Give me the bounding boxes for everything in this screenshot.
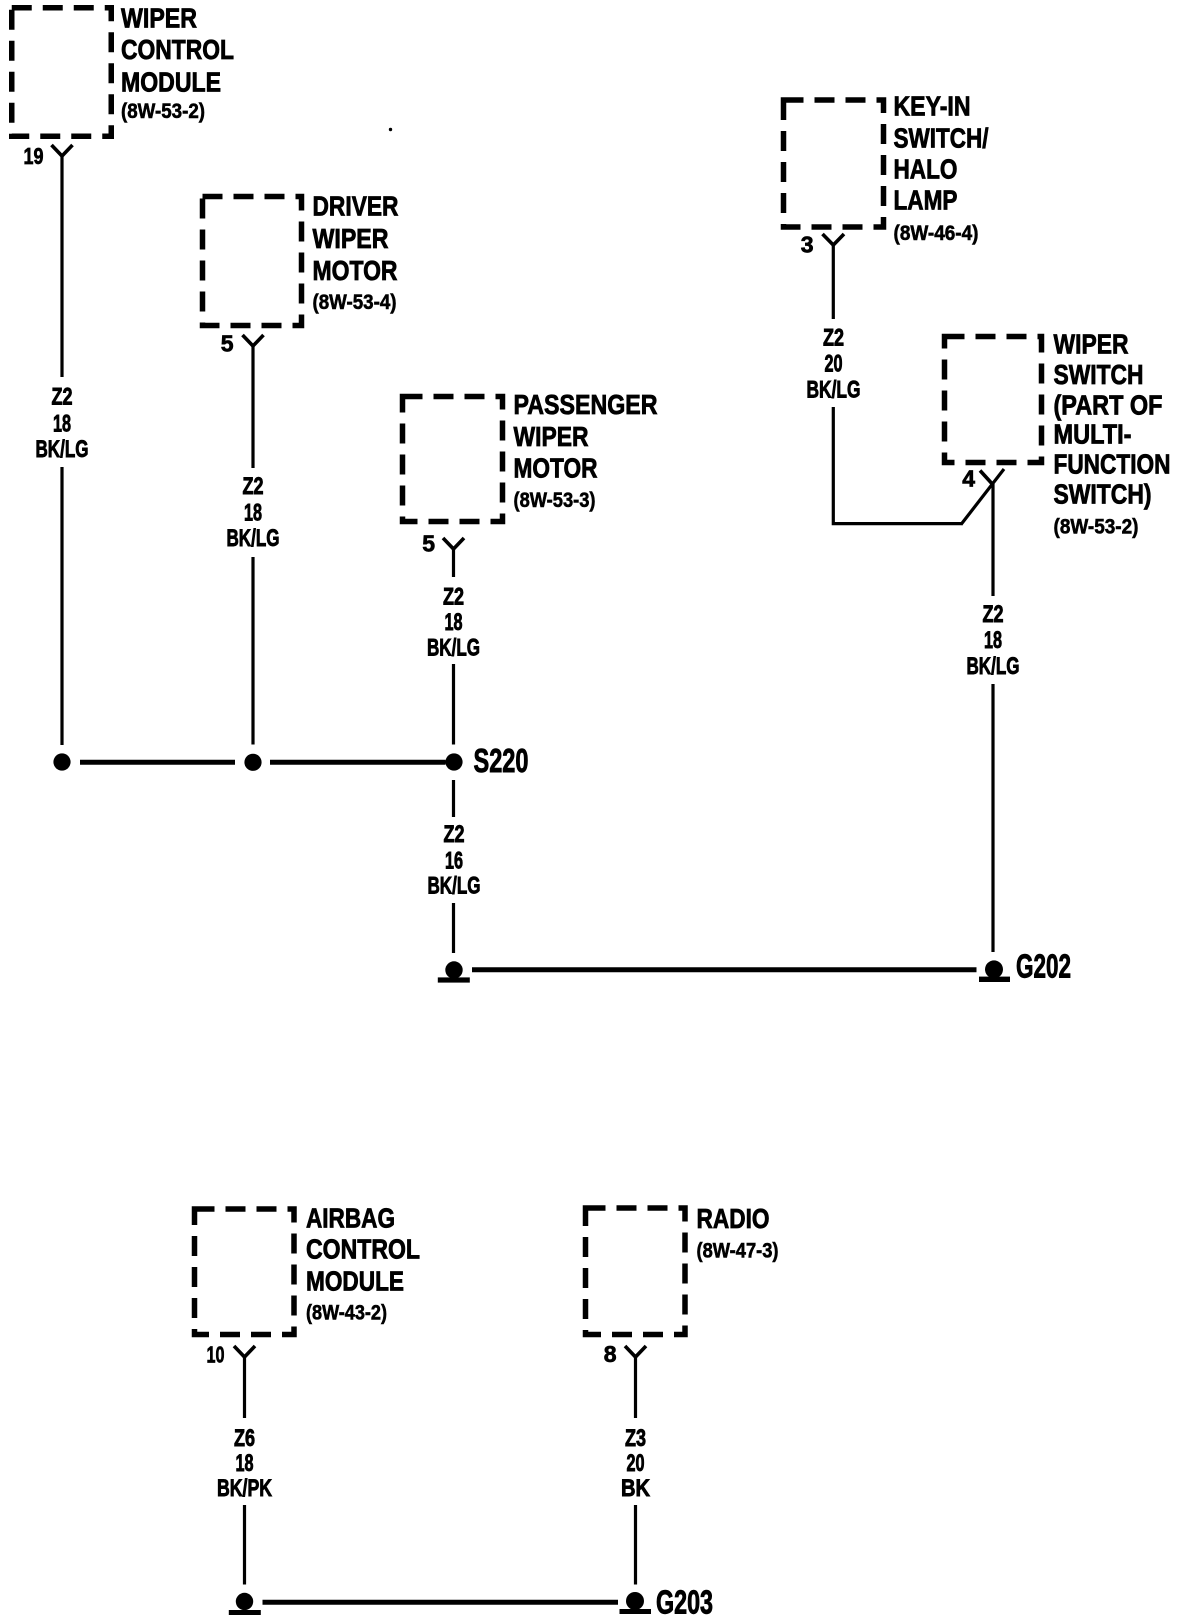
svg-text:Z2: Z2 bbox=[823, 325, 844, 352]
svg-text:18: 18 bbox=[244, 500, 262, 527]
svg-text:MODULE: MODULE bbox=[121, 67, 221, 98]
svg-text:(8W-53-3): (8W-53-3) bbox=[514, 488, 596, 512]
svg-text:20: 20 bbox=[627, 1450, 645, 1477]
svg-text:WIPER: WIPER bbox=[121, 3, 197, 34]
svg-text:10: 10 bbox=[207, 1342, 225, 1368]
svg-text:AIRBAG: AIRBAG bbox=[306, 1203, 395, 1234]
svg-text:(8W-47-3): (8W-47-3) bbox=[697, 1239, 779, 1263]
svg-text:BK/LG: BK/LG bbox=[427, 635, 480, 662]
svg-text:WIPER: WIPER bbox=[313, 223, 389, 254]
svg-text:3: 3 bbox=[801, 232, 814, 258]
svg-text:CONTROL: CONTROL bbox=[306, 1234, 420, 1265]
svg-text:5: 5 bbox=[221, 331, 234, 357]
svg-text:BK/LG: BK/LG bbox=[967, 653, 1020, 680]
svg-text:FUNCTION: FUNCTION bbox=[1054, 449, 1171, 480]
svg-text:18: 18 bbox=[53, 411, 71, 438]
svg-text:(8W-53-2): (8W-53-2) bbox=[1054, 515, 1139, 539]
svg-text:BK: BK bbox=[621, 1475, 651, 1502]
svg-text:4: 4 bbox=[962, 466, 975, 492]
svg-text:BK/LG: BK/LG bbox=[227, 525, 280, 552]
svg-text:5: 5 bbox=[422, 531, 435, 557]
svg-text:(8W-46-4): (8W-46-4) bbox=[894, 221, 979, 245]
svg-text:G203: G203 bbox=[656, 1584, 713, 1620]
svg-text:BK/PK: BK/PK bbox=[217, 1475, 272, 1502]
svg-text:DRIVER: DRIVER bbox=[313, 191, 399, 222]
svg-text:BK/LG: BK/LG bbox=[807, 377, 861, 404]
svg-text:SWITCH): SWITCH) bbox=[1054, 479, 1152, 510]
svg-text:S220: S220 bbox=[474, 742, 529, 779]
svg-text:MODULE: MODULE bbox=[306, 1266, 404, 1297]
svg-text:18: 18 bbox=[445, 609, 463, 636]
svg-text:19: 19 bbox=[24, 143, 44, 169]
svg-text:(PART OF: (PART OF bbox=[1054, 390, 1163, 421]
svg-text:BK/LG: BK/LG bbox=[36, 436, 89, 463]
svg-text:Z2: Z2 bbox=[243, 473, 264, 500]
svg-text:MOTOR: MOTOR bbox=[313, 255, 398, 286]
svg-text:KEY-IN: KEY-IN bbox=[894, 91, 971, 122]
svg-text:Z2: Z2 bbox=[444, 821, 465, 848]
svg-text:WIPER: WIPER bbox=[514, 421, 589, 452]
svg-text:MOTOR: MOTOR bbox=[514, 453, 598, 484]
svg-text:RADIO: RADIO bbox=[697, 1203, 770, 1234]
svg-text:Z3: Z3 bbox=[625, 1425, 646, 1452]
svg-text:20: 20 bbox=[825, 351, 843, 378]
svg-text:(8W-43-2): (8W-43-2) bbox=[306, 1301, 387, 1325]
svg-text:8: 8 bbox=[604, 1341, 617, 1367]
svg-text:LAMP: LAMP bbox=[894, 185, 958, 216]
svg-text:PASSENGER: PASSENGER bbox=[514, 389, 658, 420]
svg-text:16: 16 bbox=[445, 848, 463, 875]
svg-text:SWITCH: SWITCH bbox=[1054, 359, 1144, 390]
svg-text:G202: G202 bbox=[1016, 948, 1071, 985]
svg-text:Z2: Z2 bbox=[52, 384, 73, 411]
svg-text:WIPER: WIPER bbox=[1054, 329, 1129, 360]
svg-text:SWITCH/: SWITCH/ bbox=[894, 123, 989, 154]
svg-text:HALO: HALO bbox=[894, 154, 958, 185]
svg-text:Z2: Z2 bbox=[983, 601, 1004, 628]
svg-text:Z6: Z6 bbox=[234, 1425, 255, 1452]
svg-text:(8W-53-2): (8W-53-2) bbox=[121, 99, 205, 123]
svg-text:(8W-53-4): (8W-53-4) bbox=[313, 290, 397, 314]
svg-text:18: 18 bbox=[236, 1450, 254, 1477]
svg-text:BK/LG: BK/LG bbox=[428, 873, 481, 900]
svg-text:CONTROL: CONTROL bbox=[121, 34, 234, 65]
svg-text:MULTI-: MULTI- bbox=[1054, 419, 1132, 450]
svg-text:18: 18 bbox=[984, 627, 1002, 654]
svg-text:Z2: Z2 bbox=[443, 584, 464, 611]
